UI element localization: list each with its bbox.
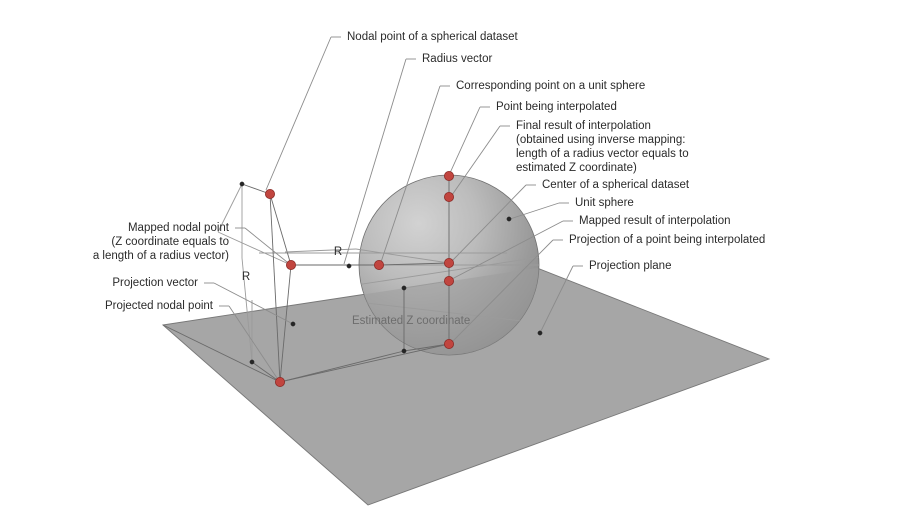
- label-mapped-nodal-point-line2: (Z coordinate equals to: [111, 236, 229, 248]
- label-mapped-nodal-point-line1: Mapped nodal point: [128, 222, 230, 234]
- point-projected-nodal-point: [274, 376, 285, 387]
- label-projection-plane: Projection plane: [589, 260, 671, 272]
- point-projected-nodal-marker: [249, 359, 255, 365]
- radius-vector-line: [378, 262, 450, 266]
- leader-lines: [204, 36, 583, 379]
- leader-projection-plane: [539, 265, 574, 334]
- label-unit-sphere: Unit sphere: [575, 197, 634, 209]
- leader-radius-vector: [343, 58, 407, 265]
- annotation-labels: Nodal point of a spherical dataset Radiu…: [93, 31, 765, 327]
- leader-mapped-nodal: [244, 227, 288, 263]
- leader-projection-vector: [213, 282, 294, 325]
- label-final-result-line4: estimated Z coordinate): [516, 162, 637, 174]
- leader-point-interpolated: [449, 106, 481, 174]
- point-mapped-nodal-point: [285, 259, 296, 270]
- point-estimated-z-lower: [401, 348, 407, 354]
- label-mapped-nodal-point-line3: a length of a radius vector): [93, 250, 229, 262]
- point-on-unit-sphere-surface: [373, 259, 384, 270]
- black-marker-points: [239, 181, 543, 365]
- plane-ray-right: [279, 350, 405, 383]
- point-center-of-spherical-dataset: [443, 257, 454, 268]
- leader-mapped-result: [451, 220, 564, 280]
- label-estimated-z-coordinate: Estimated Z coordinate: [352, 315, 470, 327]
- leader-final-result: [451, 125, 501, 196]
- projected-nodal-helper-line: [251, 361, 281, 383]
- point-radius-midpoint: [346, 263, 352, 269]
- nodal-vertical-guide-lower: [241, 257, 253, 363]
- label-radius-R-top: R: [334, 246, 342, 258]
- point-unit-sphere-marker: [506, 216, 512, 222]
- center-tie-left-ext: [284, 248, 357, 253]
- label-final-result-line2: (obtained using inverse mapping:: [516, 134, 685, 146]
- point-nodal-point-of-dataset: [264, 188, 275, 199]
- label-projection-vector: Projection vector: [112, 277, 198, 289]
- point-nodal-helper: [239, 181, 245, 187]
- estimated-z-top-tie: [403, 280, 450, 289]
- leader-projection-point: [451, 239, 554, 343]
- sphere-plane-edge-near: [359, 299, 539, 331]
- label-projection-of-point-being-interpolated: Projection of a point being interpolated: [569, 234, 765, 246]
- mapped-nodal-drop-line: [279, 264, 292, 383]
- label-point-being-interpolated: Point being interpolated: [496, 101, 617, 113]
- leader-center-dataset: [451, 184, 527, 262]
- label-final-result-line1: Final result of interpolation: [516, 120, 651, 132]
- point-being-interpolated: [443, 170, 454, 181]
- nodal-to-mapped-line: [269, 193, 292, 266]
- label-radius-R-left: R: [242, 271, 250, 283]
- projection-vector-line: [269, 193, 281, 383]
- center-tie-left: [355, 248, 450, 264]
- leader-unit-sphere: [509, 202, 560, 220]
- estimated-z-bottom-tie: [403, 343, 450, 352]
- red-node-points: [264, 170, 454, 387]
- nodal-diagonal-to-mapped: [217, 231, 292, 266]
- point-projection-of-interpolated-point: [443, 338, 454, 349]
- label-mapped-result-of-interpolation: Mapped result of interpolation: [579, 215, 731, 227]
- label-nodal-point-of-spherical-dataset: Nodal point of a spherical dataset: [347, 31, 518, 43]
- point-estimated-z-upper: [401, 285, 407, 291]
- label-final-result-line3: length of a radius vector equals to: [516, 148, 689, 160]
- plane-ray-left: [162, 324, 281, 383]
- sphere-plane-edge-far: [359, 250, 539, 290]
- point-projection-plane-marker: [537, 330, 543, 336]
- label-corresponding-point-on-unit-sphere: Corresponding point on a unit sphere: [456, 80, 645, 92]
- leader-nodal-point: [265, 36, 332, 191]
- leader-corresponding-point: [380, 85, 441, 263]
- point-projection-vector-marker: [290, 321, 296, 327]
- point-corresponding-on-unit-sphere: [443, 191, 454, 202]
- label-radius-vector: Radius vector: [422, 53, 492, 65]
- nodal-diagonal-guide: [217, 183, 243, 233]
- leader-projected-nodal: [228, 305, 278, 379]
- point-mapped-result-of-interpolation: [443, 275, 454, 286]
- label-projected-nodal-point: Projected nodal point: [105, 300, 214, 312]
- plane-ray-to-projection-point: [279, 343, 450, 383]
- label-center-of-spherical-dataset: Center of a spherical dataset: [542, 179, 690, 191]
